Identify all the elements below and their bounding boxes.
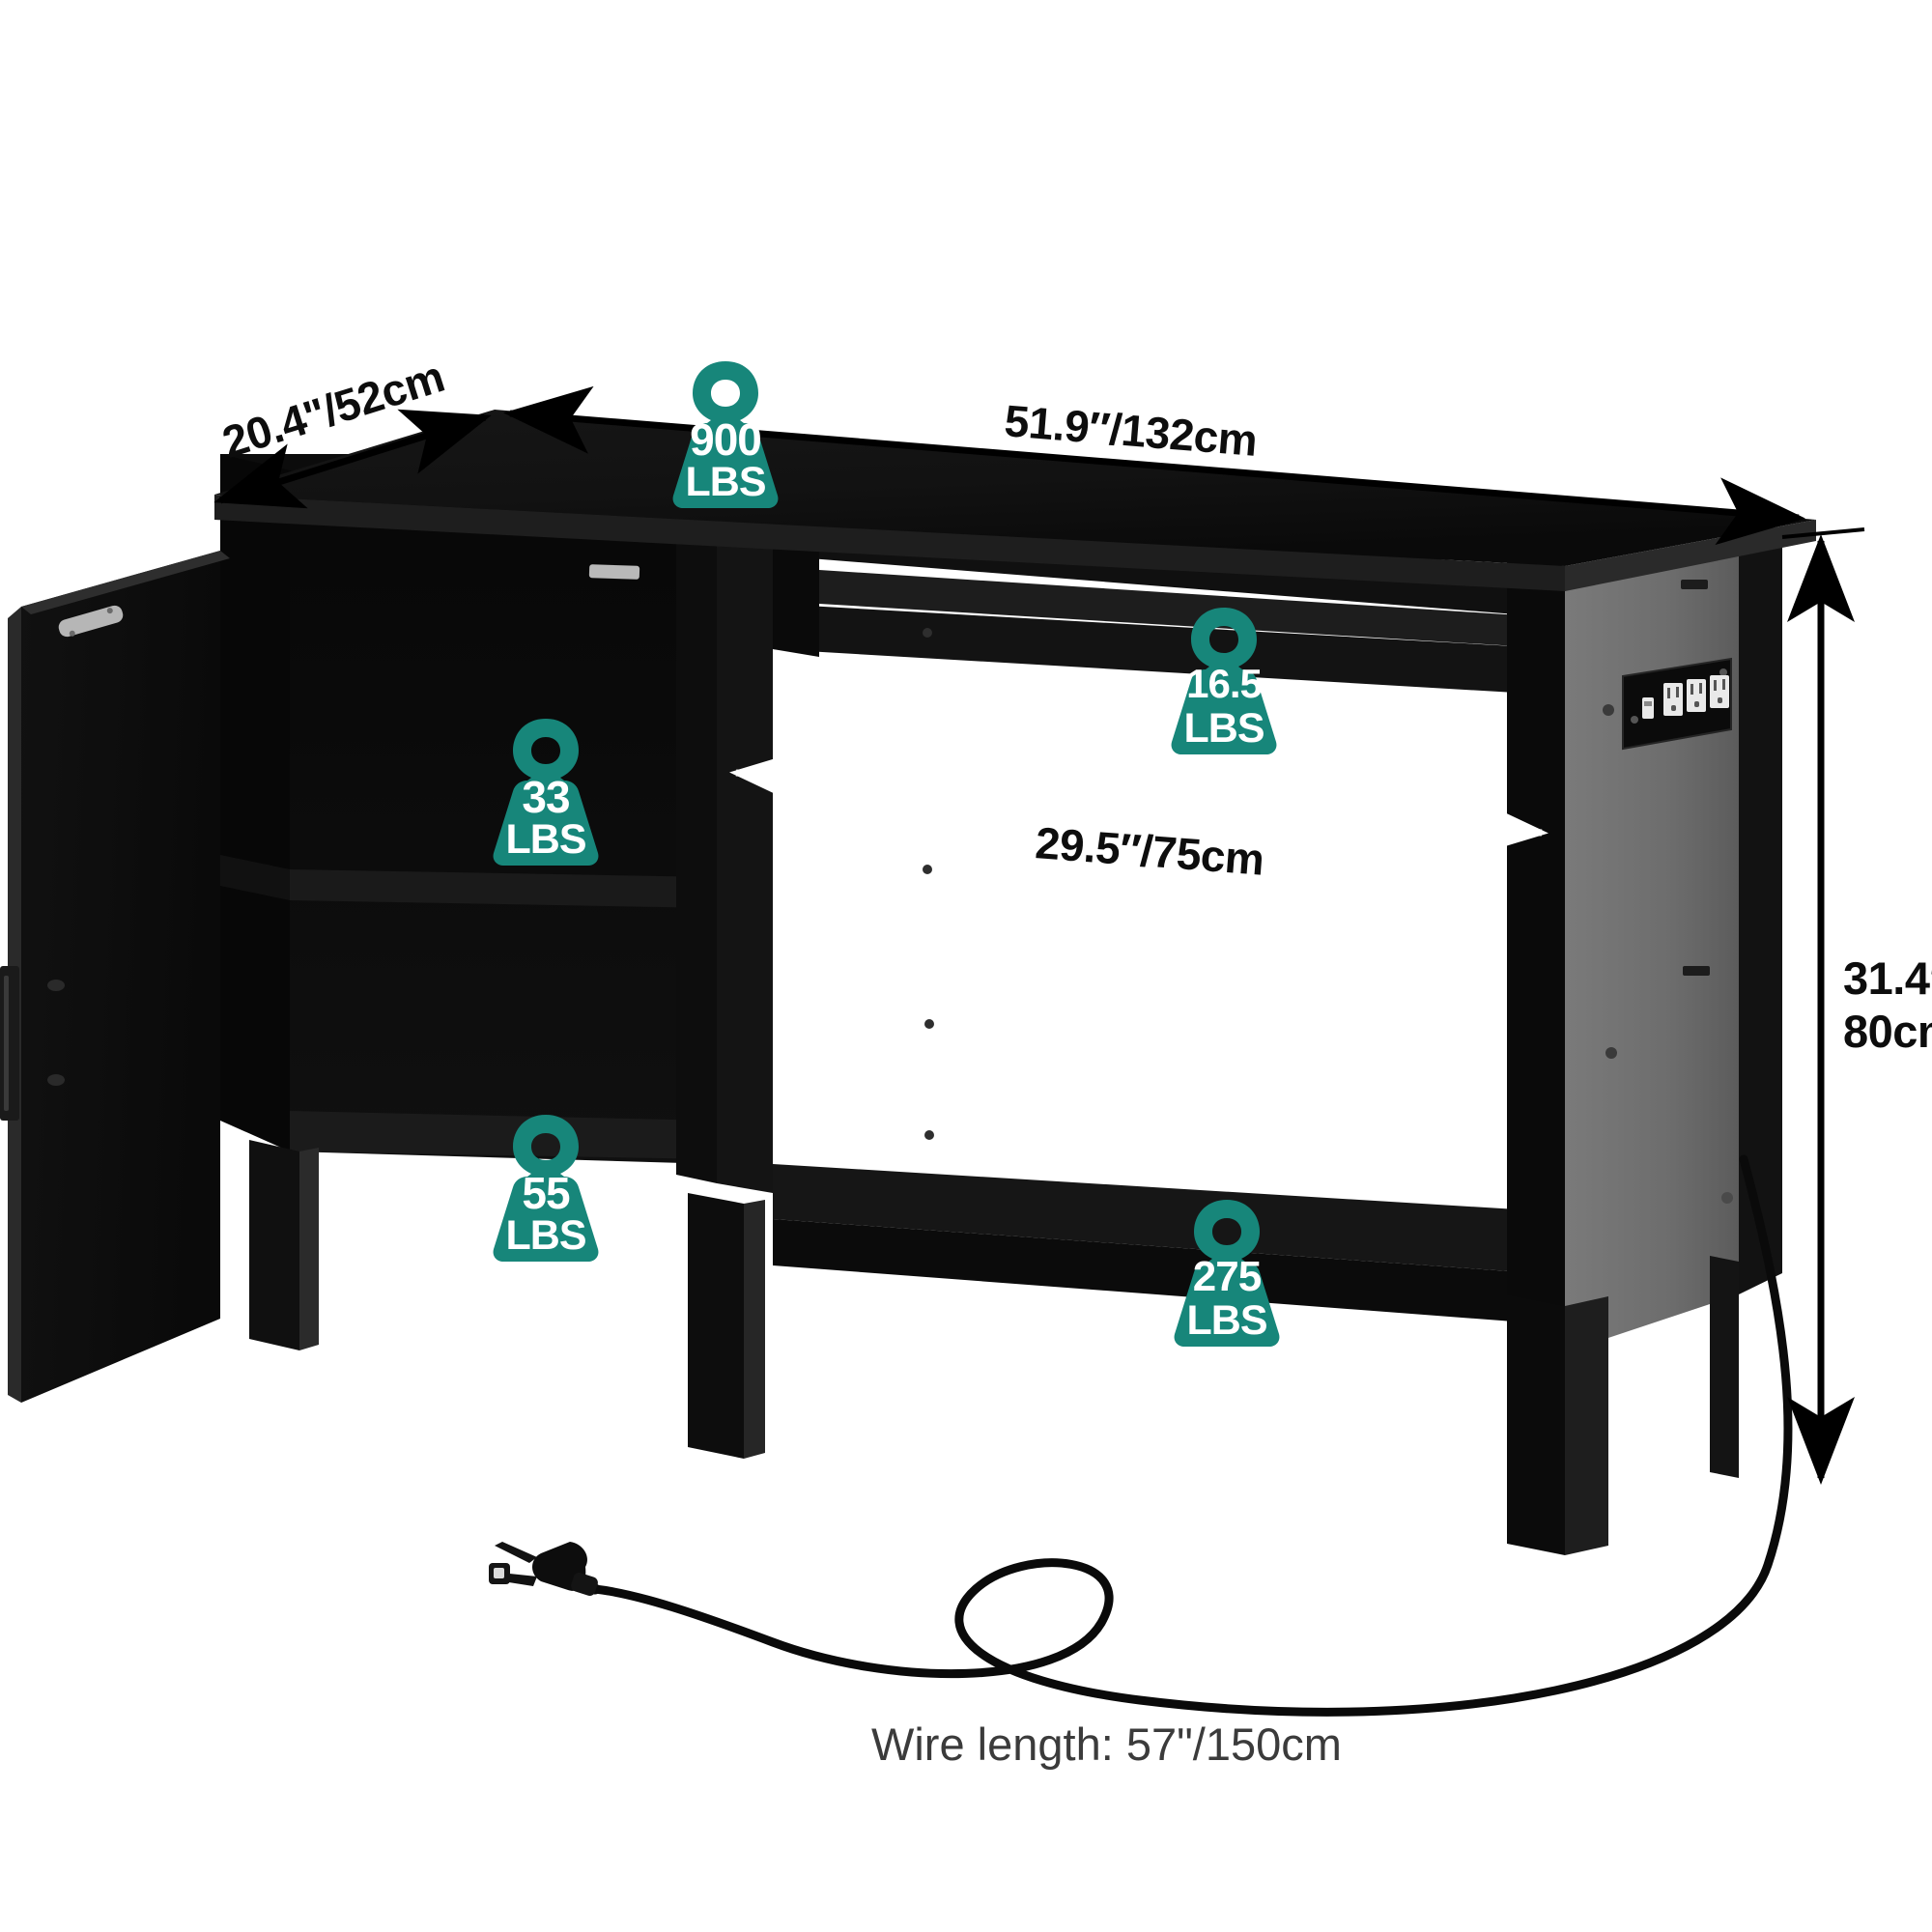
open-cabinet-door[interactable] <box>0 551 230 1403</box>
height-dimension-label-line2: 80cm <box>1843 1006 1932 1057</box>
weight-icon <box>493 719 599 866</box>
left-inner-side-wall <box>220 454 290 1151</box>
bracket <box>1681 580 1708 589</box>
height-dimension-label-line1: 31.4″ <box>1843 952 1932 1004</box>
screw-dot <box>1605 1047 1617 1059</box>
weight-badge-bottom-shelf: 275 LBS <box>1154 1196 1299 1349</box>
weight-value: 33 <box>522 772 570 822</box>
weight-icon <box>1174 1200 1280 1347</box>
screw-dot <box>924 1019 934 1029</box>
leg-right-front <box>1507 1294 1565 1555</box>
power-outlet-panel[interactable] <box>1622 657 1732 751</box>
left-compartment-interior <box>290 470 717 1164</box>
weight-value: 275 <box>1192 1253 1262 1300</box>
screw-dot <box>1603 704 1614 716</box>
height-tick-top <box>1781 527 1865 539</box>
usb-port-icon <box>1642 697 1654 719</box>
screw-dot <box>923 628 932 638</box>
leg-center-side <box>744 1200 765 1459</box>
weight-badge-left-mid-shelf: 33 LBS <box>473 715 618 867</box>
ac-socket-icon <box>1687 679 1706 712</box>
right-upper-shelf-surface <box>819 570 1565 649</box>
door-face <box>21 551 220 1403</box>
bracket <box>1683 966 1710 976</box>
weight-value: 900 <box>690 414 762 465</box>
leg-center <box>688 1193 744 1459</box>
weight-badge-left-low-shelf: 55 LBS <box>473 1111 618 1264</box>
door-screw <box>47 1074 65 1086</box>
screw-dot <box>924 1130 934 1140</box>
center-divider-face <box>676 475 717 1183</box>
screw-dot <box>923 865 932 874</box>
weight-unit: LBS <box>1183 705 1265 752</box>
plate-screw <box>106 608 113 614</box>
leg-front-left-side <box>299 1148 319 1350</box>
door-hinge-pin <box>4 976 9 1111</box>
power-plug-icon <box>489 1542 601 1596</box>
plug-prong <box>495 1542 537 1563</box>
leg-front-left <box>249 1140 299 1350</box>
door-top-edge <box>21 551 230 614</box>
right-upper-shelf <box>773 604 1565 696</box>
door-hinge-icon <box>0 966 19 1121</box>
left-middle-shelf <box>290 869 717 908</box>
weight-unit: LBS <box>505 1212 587 1259</box>
weight-value: 55 <box>522 1168 570 1218</box>
weight-value: 16.5 <box>1186 661 1263 706</box>
weight-badge-top-surface: 900 LBS <box>653 357 798 510</box>
ac-socket-icon <box>1710 675 1729 708</box>
left-bottom-shelf <box>290 1111 717 1159</box>
center-divider <box>717 483 773 1193</box>
weight-unit: LBS <box>685 459 767 505</box>
weight-unit: LBS <box>505 816 587 863</box>
left-middle-shelf-edge <box>220 855 290 900</box>
door-screw <box>47 980 65 991</box>
right-rear-post <box>1739 529 1782 1294</box>
cabinet-body <box>0 410 1816 1555</box>
power-cord <box>590 1154 1793 1717</box>
weight-icon <box>1171 608 1277 754</box>
screw-dot <box>1721 1192 1733 1204</box>
weight-icon <box>493 1115 599 1262</box>
leg-right-rear <box>1710 1256 1739 1478</box>
weight-icon <box>672 361 779 508</box>
cord-path <box>590 1154 1793 1717</box>
weight-badge-upper-shelf: 16.5 LBS <box>1151 604 1296 756</box>
plate-screw <box>69 630 75 637</box>
depth-dimension-arrow <box>213 409 492 509</box>
leg-right-front-side <box>1565 1296 1608 1555</box>
door-metal-plate <box>58 605 124 638</box>
metal-latch-plate <box>588 564 640 580</box>
right-inner-post <box>1507 558 1565 1352</box>
right-bottom-shelf <box>773 1164 1565 1275</box>
right-bottom-shelf-front-edge <box>773 1219 1565 1325</box>
weight-unit: LBS <box>1186 1297 1268 1344</box>
wire-length-caption: Wire length: 57"/150cm <box>871 1719 1342 1770</box>
opening-dimension-arrow <box>729 745 1548 861</box>
right-side-panel <box>1565 539 1739 1352</box>
ac-socket-icon <box>1663 683 1683 716</box>
